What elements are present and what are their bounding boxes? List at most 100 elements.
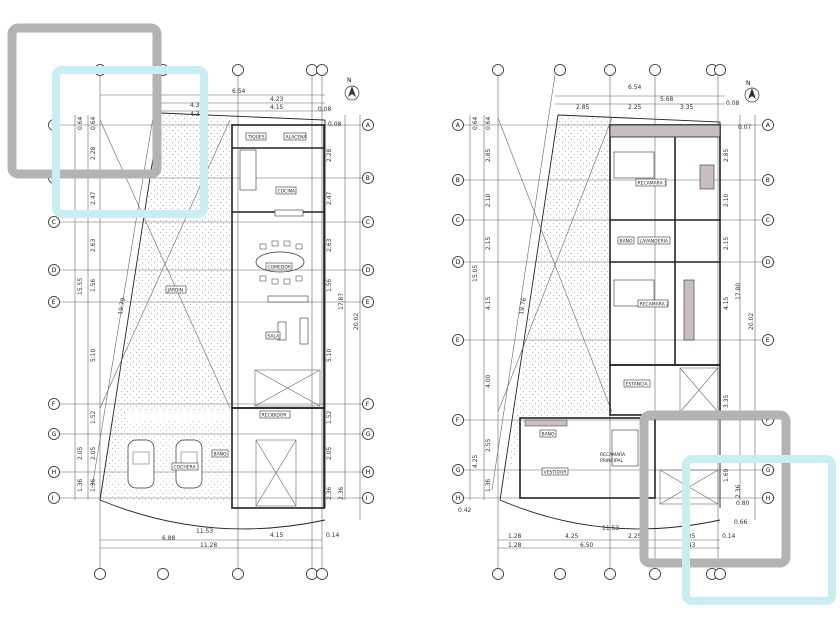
- grid-bubble-right-row-0-w-label: A: [456, 122, 461, 129]
- dim-bottom-2: 0.14: [326, 532, 340, 539]
- rdim-left-11: 0.42: [458, 507, 472, 514]
- grid-bubble-right-row-3-e-circle: [762, 256, 774, 268]
- label-lavanderia: LAVANDERIA: [640, 239, 669, 245]
- rdim-diag: 19.76: [518, 297, 528, 315]
- dim-right-4: 5.10: [326, 348, 333, 362]
- grid-bubble-right-row-0-w-circle: [452, 119, 464, 131]
- beds: [611, 151, 655, 467]
- grid-bubble-left-row-7-w-label: H: [52, 469, 57, 476]
- dim-top-0: 6.54: [232, 88, 246, 95]
- label-cocina: COCINA: [278, 189, 297, 195]
- grid-bubble-left-row-3-w-circle: [48, 264, 60, 276]
- cyan-highlight-square-bottom-right: [682, 455, 836, 605]
- grid-bubble-left-row-4-w-circle: [48, 296, 60, 308]
- grid-bubble-left-row-6-e-label: G: [366, 431, 371, 438]
- dim-bottom-0: 11.53: [196, 528, 213, 535]
- grid-bubble-left-col-1-bottom-circle: [157, 568, 169, 580]
- label-alacena: ALACENA: [286, 135, 308, 141]
- grid-bubble-right-col-3-top-circle: [649, 64, 661, 76]
- rdim-right-3: 17.80: [735, 283, 742, 300]
- grid-bubble-left-row-7-w-circle: [48, 466, 60, 478]
- label-bano-left: BAÑO: [214, 451, 228, 458]
- grid-bubble-left-row-4-e-circle: [362, 296, 374, 308]
- dim-left-2: 2.28: [90, 146, 97, 160]
- void-area: [504, 115, 610, 498]
- label-bano-upper: BAÑO: [620, 238, 634, 245]
- dim-right-9: 17.87: [338, 293, 345, 310]
- dim-top-4: 4.30: [190, 111, 204, 118]
- grid-bubble-left-row-6-w-circle: [48, 428, 60, 440]
- dim-left-0: 0.64: [77, 116, 84, 130]
- front-curve-right: [499, 499, 721, 530]
- estancia-walls: [609, 364, 721, 416]
- grid-bubble-left-row-5-w-circle: [48, 398, 60, 410]
- rdim-left-7: 4.00: [485, 374, 492, 388]
- rdim-left-5: 15.05: [472, 265, 479, 282]
- dim-diag-left: 19.79: [117, 297, 127, 315]
- grid-bubble-right-row-4-w-label: E: [456, 337, 460, 344]
- grid-bubble-left-row-5-e-circle: [362, 398, 374, 410]
- room-labels-right: RECAMARA 1 BAÑO LAVANDERIA RECAMARA 2 ES…: [539, 178, 671, 476]
- grid-bubble-left-col-4-top-circle: [316, 64, 328, 76]
- label-recamara-1: RECAMARA 1: [638, 181, 668, 187]
- grid-bubble-right-col-2-bottom-circle: [604, 568, 616, 580]
- rdim-right-10: 0.80: [736, 500, 750, 507]
- label-comedor: COMEDOR: [268, 265, 292, 271]
- grid-bubble-right-row-5-w-label: F: [456, 417, 460, 424]
- grid-bubble-left-row-2-e-label: C: [366, 219, 370, 226]
- grid-bubble-right-row-7-e-label: H: [766, 495, 771, 502]
- label-jardin: JARDIN: [167, 288, 184, 294]
- grid-bubble-right-row-5-w-circle: [452, 414, 464, 426]
- rdim-left-2: 2.85: [485, 148, 492, 162]
- dim-left-12: 1.36: [77, 478, 84, 492]
- dim-left-6: 15.55: [77, 278, 84, 295]
- rdim-right-6: 3.35: [723, 394, 730, 408]
- upper-floor-plan: RECAMARA 1 BAÑO LAVANDERIA RECAMARA 2 ES…: [455, 70, 775, 575]
- dim-left-5: 1.56: [90, 278, 97, 292]
- rdim-top-2: 2.85: [576, 104, 590, 111]
- grid-bubble-left-col-3-bottom-circle: [306, 568, 318, 580]
- north-arrow-right: N: [744, 80, 760, 103]
- grid-bubble-right-row-6-e-circle: [762, 464, 774, 476]
- grid-bubble-left-row-6-w-label: G: [52, 431, 57, 438]
- rdim-bottom-3: 2.25: [628, 533, 642, 540]
- grid-bubble-right-col-0-bottom-circle: [492, 568, 504, 580]
- grid-bubble-right-row-2-e-label: C: [766, 217, 770, 224]
- rdim-right-4: 20.02: [748, 313, 755, 330]
- label-estancia: ESTANCIA: [626, 382, 649, 388]
- dim-right-5: 1.52: [326, 410, 333, 424]
- grid-lines-right: [455, 70, 775, 575]
- grid-bubble-left-col-0-bottom-circle: [94, 568, 106, 580]
- label-vestidor: VESTIDOR: [544, 470, 567, 476]
- rdim-bottom-6: 1.28: [508, 542, 522, 549]
- grid-bubble-left-row-8-w-label: I: [52, 495, 54, 502]
- grid-bubble-left-row-4-w-label: E: [52, 299, 56, 306]
- grid-bubble-right-row-1-e-circle: [762, 174, 774, 186]
- rdim-left-6: 4.15: [485, 296, 492, 310]
- dim-right-7: 2.36: [326, 486, 333, 500]
- dim-top-1: 4.23: [270, 96, 284, 103]
- grid-bubble-left-row-2-w-circle: [48, 216, 60, 228]
- label-tiques: TIQUES: [247, 135, 265, 141]
- dim-right-8: 2.36: [338, 486, 345, 500]
- label-recamara-2: RECAMARA 2: [640, 302, 670, 308]
- rdim-right-2: 2.15: [723, 236, 730, 250]
- dim-right-3: 1.56: [326, 278, 333, 292]
- rdim-top-3: 2.25: [628, 104, 642, 111]
- grid-bubble-right-row-0-e-label: A: [766, 122, 771, 129]
- rdim-left-1: 0.64: [485, 116, 492, 130]
- grid-bubble-left-row-1-e-label: B: [366, 175, 370, 182]
- grid-bubble-left-row-2-w-label: C: [52, 219, 56, 226]
- gray-highlight-square-top-left: [7, 23, 162, 179]
- grid-bubble-left-row-0-e-circle: [362, 119, 374, 131]
- dim-bottom-1: 4.15: [270, 532, 284, 539]
- rdim-right-9: 0.66: [734, 519, 748, 526]
- ground-floor-plan: TIQUES ALACENA COCINA COMEDOR SALA JARDI…: [60, 70, 370, 575]
- grid-bubble-left-row-6-e-circle: [362, 428, 374, 440]
- dim-right-1: 2.47: [326, 191, 333, 205]
- north-arrow-left: N: [344, 77, 360, 101]
- entry-walls: [231, 407, 325, 509]
- grid-bubble-right-row-7-w-label: H: [456, 495, 461, 502]
- rdim-left-8: 2.55: [485, 438, 492, 452]
- grid-bubble-left-row-4-e-label: E: [366, 299, 370, 306]
